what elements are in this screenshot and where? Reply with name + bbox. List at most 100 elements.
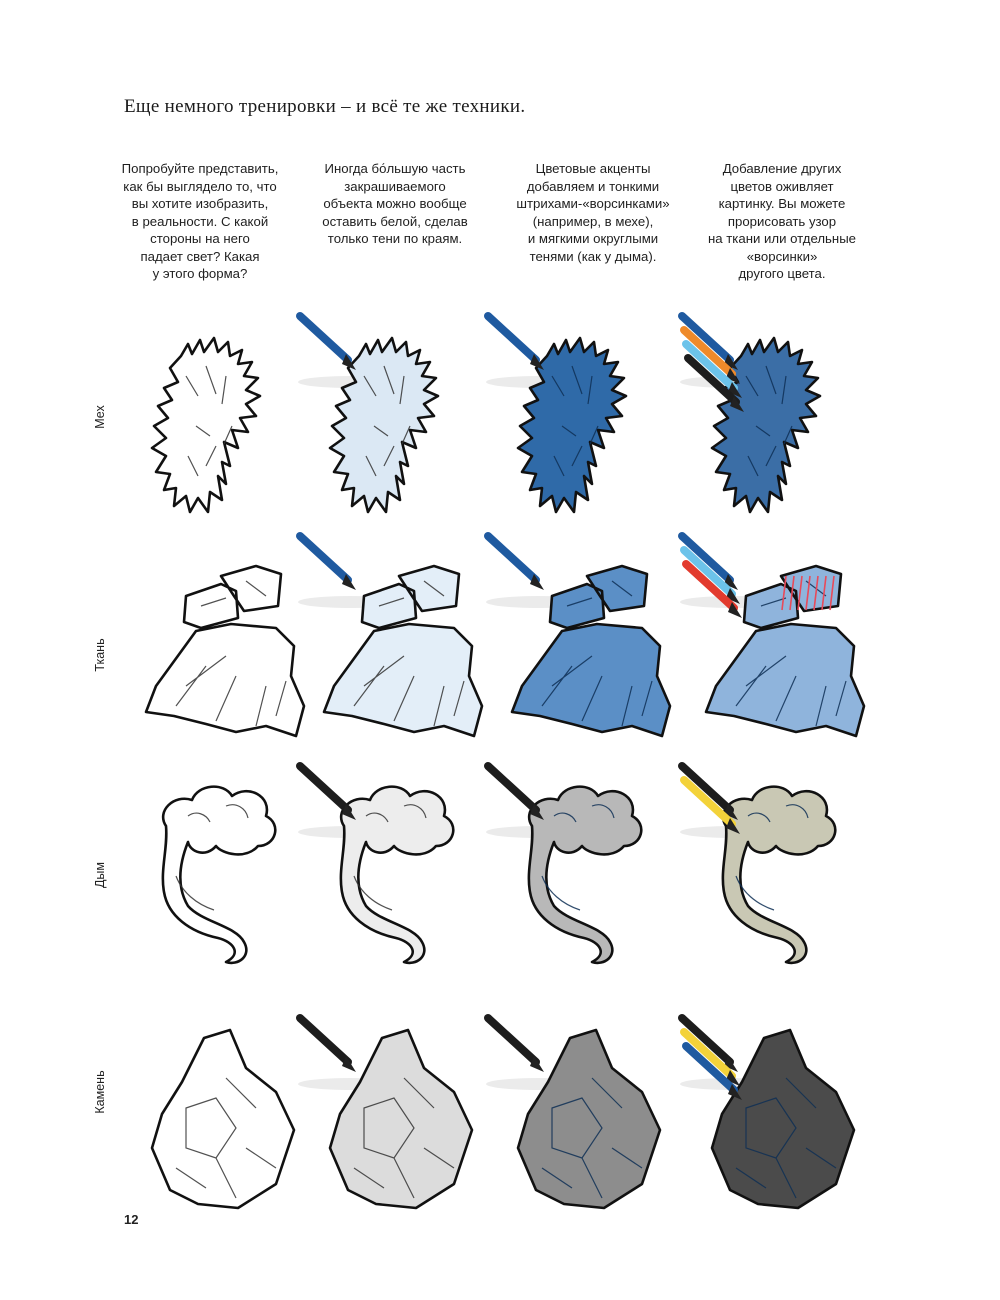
pencil-tip	[724, 804, 738, 820]
caption-step-1: Попробуйте представить, как бы выглядело…	[121, 161, 279, 281]
pencil-body	[296, 532, 352, 584]
pencil-tip	[728, 382, 742, 398]
black-pencil-icon	[296, 1014, 356, 1072]
pencil-tip	[530, 1056, 544, 1072]
row-label-fabric: Ткань	[93, 638, 107, 672]
light-blue-pencil-icon	[682, 340, 742, 398]
pencil-body	[682, 560, 738, 612]
fur-shape-group	[710, 336, 822, 514]
fur-illustration-step-3	[478, 310, 668, 520]
fabric-shape-group	[322, 564, 484, 738]
blue-pencil-icon	[682, 1042, 742, 1100]
fabric-stripe	[821, 575, 827, 611]
fabric-illustration-step-3	[478, 530, 672, 740]
pencil-body	[682, 340, 738, 392]
row-label-smoke: Дым	[93, 861, 107, 889]
black-pencil-icon	[684, 354, 744, 412]
pencil-body	[296, 1014, 352, 1066]
caption-step-3: Цветовые акценты добавляем и тонкими штр…	[516, 161, 670, 264]
stone-illustration-step-3	[478, 1012, 668, 1222]
pencil-body	[296, 762, 352, 814]
pencil-tip	[724, 1056, 738, 1072]
blue-pencil-icon	[484, 312, 544, 370]
fur-outline	[516, 336, 628, 514]
pencil-tip	[342, 1056, 356, 1072]
pencil-body	[484, 1014, 540, 1066]
blue-pencil-icon	[484, 532, 544, 590]
fabric-drawing-2	[296, 532, 484, 738]
smoke-outline	[161, 785, 277, 965]
fabric-drawing-4	[678, 532, 866, 738]
pencil-tip	[342, 354, 356, 370]
pencil-body	[296, 312, 352, 364]
pencil-tip	[726, 818, 740, 834]
pencil-tip	[726, 588, 740, 604]
smoke-shape-group	[527, 785, 643, 965]
fur-drawing-2	[296, 312, 440, 514]
pencil-body	[484, 532, 540, 584]
pencil-tip	[726, 368, 740, 384]
pencil-body	[684, 354, 740, 406]
fabric-shape-group	[704, 564, 866, 738]
fabric-detail-lines	[735, 580, 847, 727]
fur-illustration-step-1	[112, 310, 302, 520]
fur-outline	[328, 336, 440, 514]
fur-drawing-1	[150, 336, 262, 514]
fabric-stripe	[829, 575, 835, 611]
fur-shape-group	[328, 336, 440, 514]
fur-shape-group	[516, 336, 628, 514]
stone-detail-lines	[541, 1077, 643, 1199]
smoke-illustration-step-1	[112, 760, 302, 970]
fabric-detail-lines	[353, 580, 465, 727]
fabric-outline	[144, 564, 306, 738]
stone-detail-lines	[735, 1077, 837, 1199]
fabric-stripe	[797, 575, 803, 611]
fur-drawing-3	[484, 312, 628, 514]
pencil-body	[678, 532, 734, 584]
smoke-drawing-2	[296, 762, 455, 965]
pencil-tip	[730, 396, 744, 412]
smoke-illustration-step-4	[672, 760, 862, 970]
smoke-drawing-1	[161, 785, 277, 965]
blue-pencil-icon	[678, 312, 738, 370]
pencil-tip	[728, 602, 742, 618]
pencil-body	[678, 762, 734, 814]
caption-step-2: Иногда бо́льшую часть закрашиваемого объ…	[322, 161, 468, 246]
smoke-shape-group	[161, 785, 277, 965]
orange-pencil-icon	[680, 326, 740, 384]
fabric-detail-lines	[175, 580, 287, 727]
stone-drawing-2	[296, 1014, 474, 1210]
stone-outline	[710, 1028, 856, 1210]
light-blue-pencil-icon	[680, 546, 740, 604]
fabric-illustration-step-4	[672, 530, 866, 740]
smoke-shape-group	[721, 785, 837, 965]
pencil-body	[678, 312, 734, 364]
smoke-outline	[339, 785, 455, 965]
pencil-body	[680, 546, 736, 598]
smoke-detail-lines	[175, 804, 249, 911]
blue-pencil-icon	[678, 532, 738, 590]
smoke-drawing-3	[484, 762, 643, 965]
stone-drawing-3	[484, 1014, 662, 1210]
stone-shape-group	[150, 1028, 296, 1210]
fur-drawing-4	[678, 312, 822, 514]
fabric-drawing-1	[144, 564, 306, 738]
stone-shape-group	[516, 1028, 662, 1210]
smoke-outline	[527, 785, 643, 965]
pencil-body	[484, 762, 540, 814]
fur-detail-lines	[185, 365, 233, 477]
yellow-pencil-icon	[680, 776, 740, 834]
fabric-shape-group	[510, 564, 672, 738]
pencil-tip	[530, 804, 544, 820]
pencil-body	[682, 1042, 738, 1094]
caption-step-4: Добавление других цветов оживляет картин…	[707, 161, 857, 281]
page-headline: Еще немного тренировки – и всё те же тех…	[124, 96, 526, 117]
fabric-outline	[510, 564, 672, 738]
smoke-detail-lines	[353, 804, 427, 911]
fur-outline	[710, 336, 822, 514]
pencil-tip	[530, 354, 544, 370]
pencil-tip	[342, 574, 356, 590]
stone-drawing-4	[678, 1014, 856, 1210]
smoke-shape-group	[339, 785, 455, 965]
blue-pencil-icon	[296, 312, 356, 370]
